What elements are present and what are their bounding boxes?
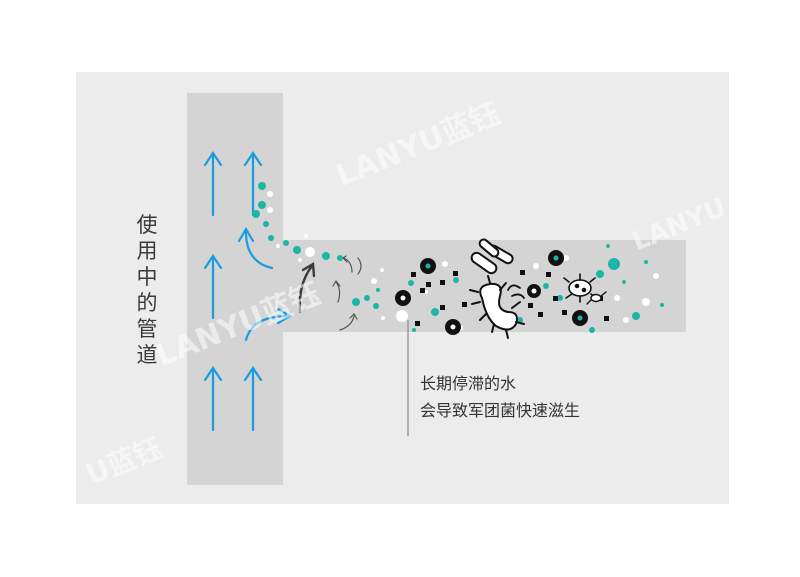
flow-arrow-curve-icon [237, 226, 274, 270]
flow-arrow-curve-icon [244, 307, 293, 342]
flow-arrows [203, 151, 293, 432]
caption: 长期停滞的水 会导致军团菌快速滋生 [420, 370, 580, 424]
rod-bacterium-icon [470, 238, 514, 275]
debris-squares [411, 270, 609, 326]
pipe-label-char: 使 [136, 213, 158, 237]
turbulence-arrows [298, 255, 362, 331]
flow-arrow-up-icon [203, 254, 223, 320]
bacteria [469, 238, 607, 339]
flow-arrow-up-icon [203, 366, 223, 432]
pipe-label-char: 管 [136, 317, 158, 341]
pipe-label-char: 的 [136, 291, 158, 315]
swirl-arrow-icon [332, 255, 362, 331]
pipe-label-char: 用 [136, 239, 158, 263]
flow-arrow-up-icon [243, 151, 263, 217]
flow-arrow-up-icon [243, 366, 263, 432]
flow-arrow-up-icon [203, 151, 223, 217]
vertical-pipe [187, 93, 283, 485]
pipe-label-char: 道 [136, 343, 158, 367]
swirl-arrow-icon [298, 261, 316, 314]
flagellated-bacterium-icon [469, 275, 525, 339]
caption-line-2: 会导致军团菌快速滋生 [420, 401, 581, 420]
curved-bacterium-icon [507, 284, 525, 299]
spiky-bacterium-icon [563, 273, 597, 303]
caption-line-1: 长期停滞的水 [420, 374, 517, 393]
pipe-label: 使用中的管道 [132, 212, 162, 368]
ring-particles [395, 250, 588, 335]
small-bacterium-icon [586, 291, 607, 305]
pipe-label-char: 中 [136, 265, 158, 289]
